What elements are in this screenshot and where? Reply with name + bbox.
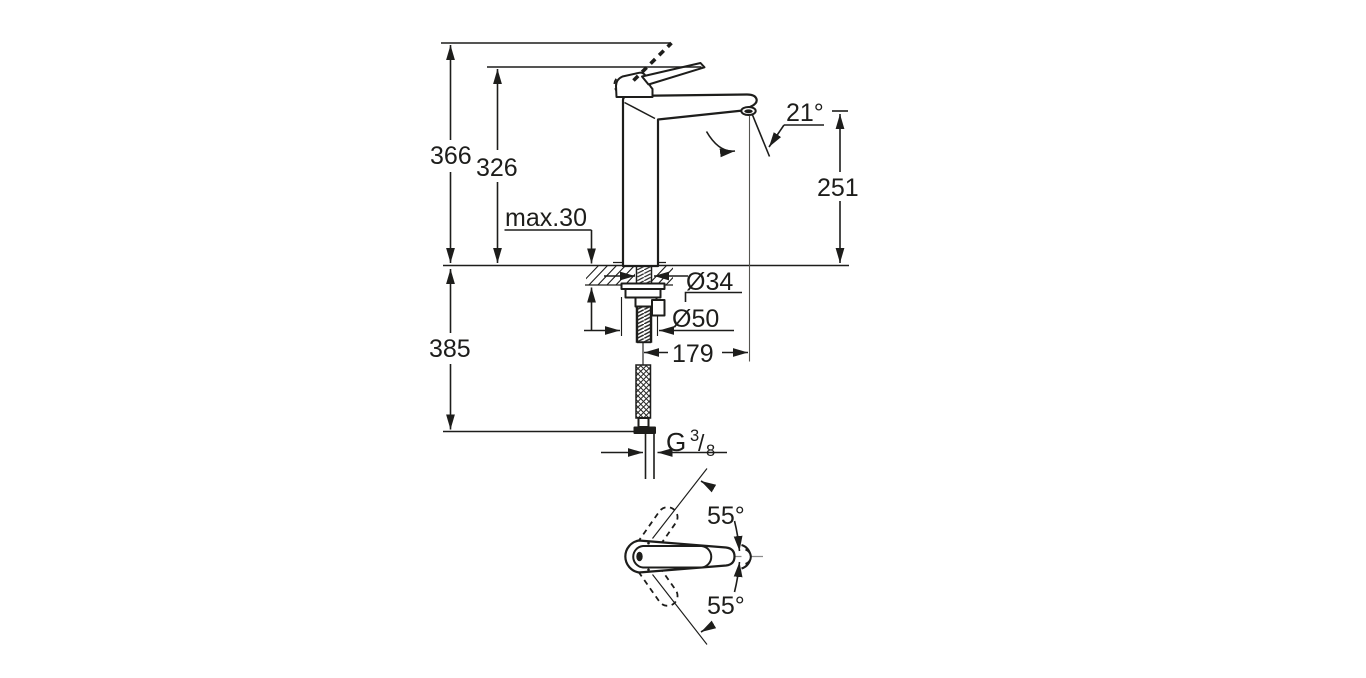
handle-detail-dot-bottom [647,568,650,572]
mounting-assembly [620,265,666,479]
handle-logo-dot [636,551,643,562]
dimension-326: 326 [476,66,702,263]
swivel-arc-lower-end [700,620,717,633]
dimension-366: 366 [430,42,670,263]
hose-ferrule [637,417,650,428]
swivel-arc-lower-start [733,561,743,593]
faucet-body-outline [621,93,758,268]
dimension-g38: G 3 / 8 [601,427,727,460]
handle-tip-cap-inner [745,548,752,565]
hose-connector-nut [633,426,656,434]
dim-g38-denominator: 8 [706,442,715,460]
dim-55-lower-label: 55° [707,592,745,620]
dimension-d50: Ø50 [584,297,734,336]
stream-swing-arc-arrow [705,131,736,158]
dim-326-label: 326 [476,154,518,182]
dim-g38-prefix: G [666,427,686,457]
dimension-21deg: 21° [705,99,824,362]
handle-detail-dot-top [647,541,650,545]
dimension-179: 179 [644,340,748,368]
stream-angle-line [751,114,771,157]
dim-21-leader-arrow [768,124,785,148]
dimension-d34: Ø34 [604,268,742,302]
dim-21-label: 21° [786,99,824,127]
handle-plan-lever-cutout [632,545,713,569]
mounting-nut [624,288,662,299]
dimension-251: 251 [817,110,859,263]
spout-crease-line [624,101,656,120]
dim-366-label: 366 [430,142,472,170]
handle-raised-position-dashed [632,41,673,82]
connection-pipe [644,434,655,479]
dim-251-label: 251 [817,174,859,202]
dim-34-label: Ø34 [686,268,733,296]
swivel-axis-upper [652,468,708,539]
threaded-shank-lower [636,305,652,344]
swivel-arc-upper-start [733,520,743,552]
dim-55-upper-label: 55° [707,502,745,530]
dim-g38-numerator: 3 [690,427,699,445]
handle-plan-view: 55° 55° [624,468,763,645]
dim-385-label: 385 [429,335,471,363]
dim-179-label: 179 [672,340,714,368]
swivel-arc-upper-end [700,480,717,493]
dimension-max30: max.30 [504,204,596,331]
dimension-385: 385 [429,269,636,433]
dim-50-label: Ø50 [672,305,719,333]
swivel-axis-lower [652,574,708,645]
dim-34-underline [684,291,742,302]
flexible-hose [635,364,652,419]
dim-g38-slash: / [698,430,705,456]
aerator-outlet [744,109,753,114]
dim-max30-label: max.30 [505,204,587,232]
fixing-tag [651,299,666,317]
faucet-front-view [613,41,758,268]
